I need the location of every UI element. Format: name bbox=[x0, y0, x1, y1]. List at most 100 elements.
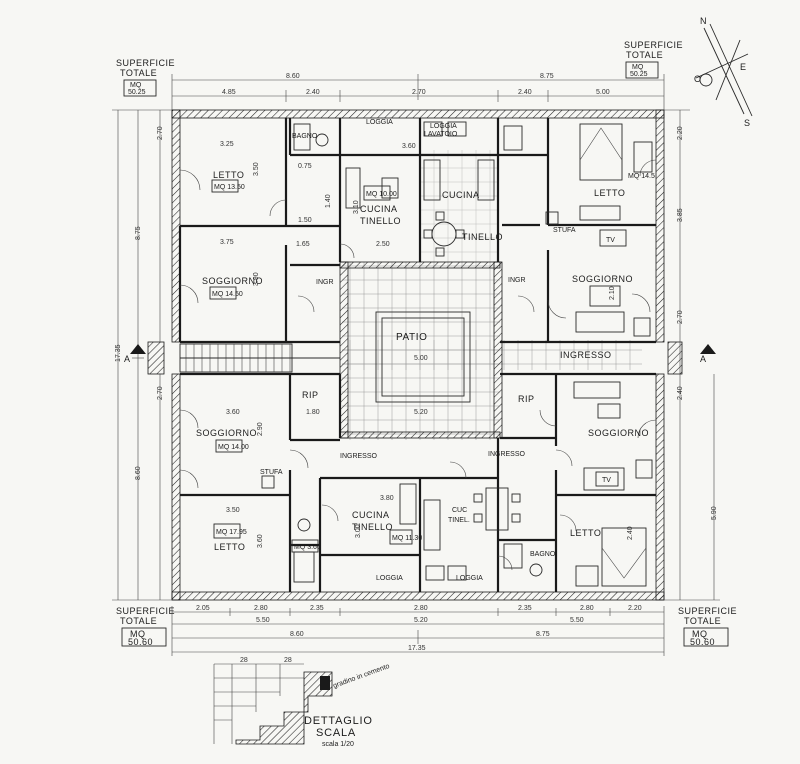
room-soggiorno: SOGGIORNO bbox=[588, 428, 649, 438]
dim: 5.20 bbox=[414, 617, 428, 624]
room-tinello: TINELLO bbox=[352, 522, 393, 532]
dim: 2.40 bbox=[627, 526, 634, 540]
area-subtitle: TOTALE bbox=[626, 50, 663, 60]
dim: 2.80 bbox=[254, 605, 268, 612]
room-cuc: CUC bbox=[452, 507, 467, 514]
compass-n: N bbox=[700, 16, 707, 26]
room-tinello: TINELLO bbox=[360, 216, 401, 226]
dim: 1.40 bbox=[325, 194, 332, 208]
compass-e: E bbox=[740, 62, 747, 72]
room-tinel: TINEL. bbox=[448, 517, 470, 524]
stair-run bbox=[179, 343, 340, 373]
area-subtitle: TOTALE bbox=[120, 68, 157, 78]
area-label-top-left: SUPERFICIE TOTALE MQ 50.25 bbox=[116, 58, 175, 97]
compass-s: S bbox=[744, 118, 751, 128]
dim: 2.70 bbox=[157, 126, 164, 140]
dim: 2.40 bbox=[306, 89, 320, 96]
area-subtitle: TOTALE bbox=[120, 616, 157, 626]
room-area: MQ 10.00 bbox=[366, 191, 397, 198]
room-soggiorno: SOGGIORNO bbox=[196, 428, 257, 438]
furniture bbox=[261, 121, 653, 587]
dim-top-total: 8.60 bbox=[286, 73, 300, 80]
room-tinello: TINELLO bbox=[462, 232, 503, 242]
dim: 1.65 bbox=[296, 241, 310, 248]
dim: 5.00 bbox=[596, 89, 610, 96]
dim: 3.25 bbox=[220, 141, 234, 148]
room-letto: LETTO bbox=[594, 188, 625, 198]
area-title: SUPERFICIE bbox=[116, 606, 175, 616]
dim: 5.90 bbox=[711, 506, 718, 520]
dim: 5.50 bbox=[570, 617, 584, 624]
dim-top-right-total: 8.75 bbox=[540, 73, 554, 80]
room-area: MQ 17.95 bbox=[216, 529, 247, 536]
dim: 3.85 bbox=[677, 208, 684, 222]
area-title: SUPERFICIE bbox=[624, 40, 683, 50]
dim: 2.80 bbox=[580, 605, 594, 612]
dim: 8.60 bbox=[290, 631, 304, 638]
area-value: 50.25 bbox=[630, 71, 648, 78]
dim: 2.20 bbox=[677, 126, 684, 140]
dim: 3.90 bbox=[253, 272, 260, 286]
dim: 2.40 bbox=[518, 89, 532, 96]
dim: 1.80 bbox=[306, 409, 320, 416]
dim: 8.75 bbox=[135, 226, 142, 240]
dim: 2.05 bbox=[196, 605, 210, 612]
room-soggiorno: SOGGIORNO bbox=[202, 276, 263, 286]
tv-label: TV bbox=[602, 477, 611, 484]
room-area: MQ 14.50 bbox=[212, 291, 243, 298]
dim: 2.50 bbox=[376, 241, 390, 248]
dim: 3.60 bbox=[257, 534, 264, 548]
stair-note: gradino in cemento bbox=[332, 663, 390, 690]
dim: 2.70 bbox=[157, 386, 164, 400]
room-stufa: STUFA bbox=[553, 227, 576, 234]
room-rip: RIP bbox=[518, 394, 535, 404]
area-label-top-right: SUPERFICIE TOTALE MQ 50.25 bbox=[624, 40, 683, 79]
dim: 2.20 bbox=[628, 605, 642, 612]
dim: 8.75 bbox=[536, 631, 550, 638]
room-loggia: LOGGIA bbox=[376, 575, 403, 582]
dim: 2.70 bbox=[677, 310, 684, 324]
room-rip: RIP bbox=[302, 390, 319, 400]
area-title: SUPERFICIE bbox=[116, 58, 175, 68]
dim: 5.00 bbox=[414, 355, 428, 362]
room-patio: PATIO bbox=[396, 332, 428, 343]
stair-detail: 28 28 gradino in cemento DETTAGLIO SCALA… bbox=[213, 657, 391, 748]
interior-walls bbox=[178, 118, 656, 592]
dim: 1.50 bbox=[298, 217, 312, 224]
dim: 2.90 bbox=[257, 422, 264, 436]
dimension-texts: 8.60 8.75 4.85 2.40 2.70 2.40 5.00 2.05 … bbox=[115, 73, 718, 652]
room-ingresso: INGRESSO bbox=[488, 451, 526, 458]
dim: 3.50 bbox=[253, 162, 260, 176]
area-unit: MQ bbox=[632, 64, 644, 71]
outer-walls bbox=[147, 109, 683, 601]
room-bagno: BAGNO bbox=[530, 551, 556, 558]
room-stufa: STUFA bbox=[260, 469, 283, 476]
room-letto: LETTO bbox=[570, 528, 601, 538]
section-mark-left: A bbox=[124, 354, 131, 364]
tv-label: TV bbox=[606, 237, 615, 244]
compass-o: O bbox=[694, 74, 702, 84]
section-mark-right: A bbox=[700, 354, 707, 364]
dim: 0.75 bbox=[298, 163, 312, 170]
section-markers: A A bbox=[124, 344, 716, 364]
dim: 2.35 bbox=[310, 605, 324, 612]
area-value: 50.60 bbox=[128, 637, 153, 647]
room-labels: LETTO MQ 13.50 SOGGIORNO MQ 14.50 BAGNO … bbox=[196, 119, 655, 582]
door-swings bbox=[179, 159, 657, 571]
room-cucina: CUCINA bbox=[360, 204, 398, 214]
dim: 3.50 bbox=[226, 507, 240, 514]
stair-title: DETTAGLIO bbox=[304, 715, 373, 727]
compass-rose: N S E O bbox=[694, 16, 753, 128]
room-loggia: LOGGIA bbox=[366, 119, 393, 126]
room-area: MQ 11.30 bbox=[392, 535, 422, 542]
patio-tile-grid bbox=[342, 150, 642, 440]
stair-dim: 28 bbox=[284, 657, 292, 664]
dim-left-total: 17.35 bbox=[115, 344, 122, 362]
room-loggia: LOGGIA bbox=[456, 575, 483, 582]
room-lavatoio: LAVATOIO bbox=[424, 131, 458, 138]
room-letto: LETTO bbox=[213, 170, 244, 180]
room-area: MQ 3.60 bbox=[294, 544, 321, 551]
area-label-bottom-right: SUPERFICIE TOTALE MQ 50.60 bbox=[678, 606, 737, 647]
room-soggiorno: SOGGIORNO bbox=[572, 274, 633, 284]
dim: 2.80 bbox=[414, 605, 428, 612]
